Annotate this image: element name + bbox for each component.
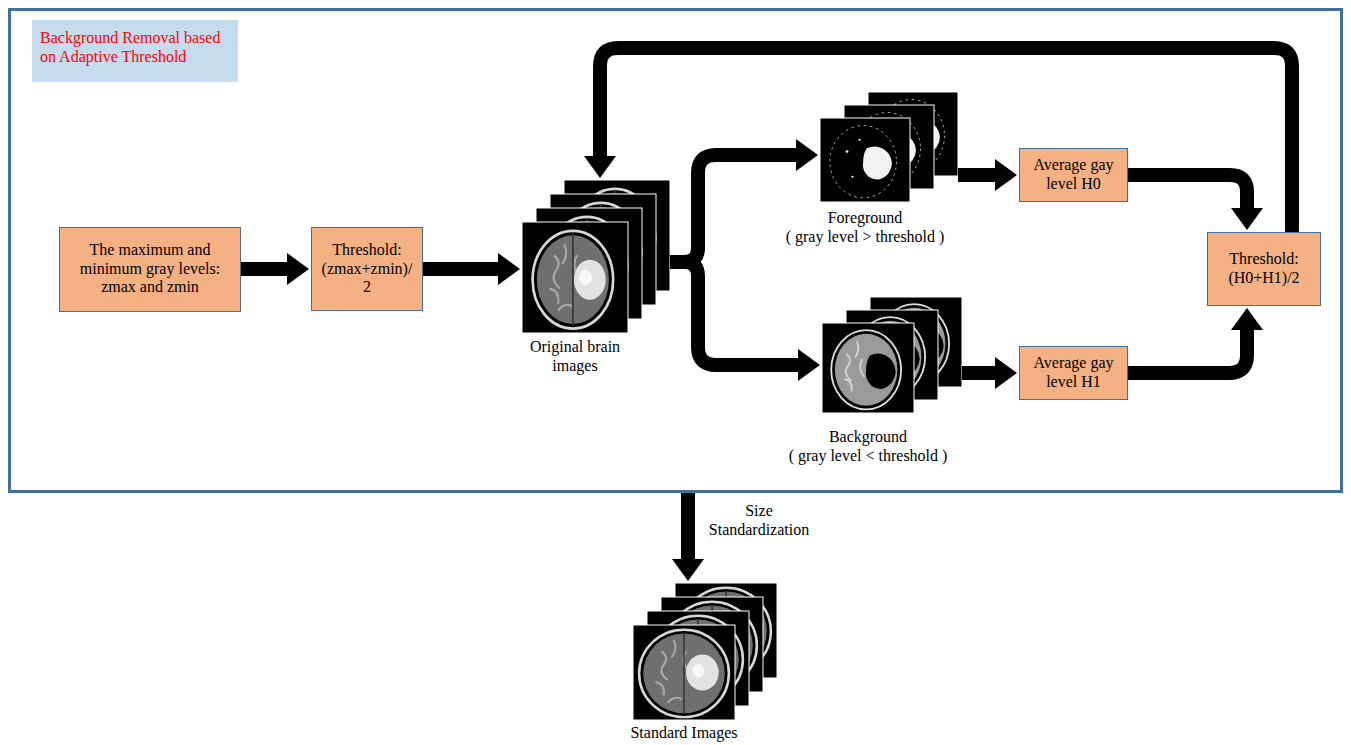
flow-arrow bbox=[1128, 308, 1263, 373]
box-text-group: Threshold: (H0+H1)/2 bbox=[1214, 250, 1314, 288]
box-text-group: Average gay level H1 bbox=[1026, 354, 1121, 392]
arrow-head bbox=[672, 559, 704, 581]
image-stack: Background( gray level < threshold ) bbox=[822, 297, 962, 413]
image-stack: Original brain images bbox=[522, 180, 670, 333]
group-title: Background Removal based on Adaptive Thr… bbox=[40, 28, 230, 66]
arrow-shaft bbox=[962, 366, 996, 380]
flow-arrow bbox=[584, 48, 1292, 232]
arrow-head bbox=[796, 139, 818, 171]
process-box: Average gay level H0 bbox=[1019, 148, 1128, 202]
brain-image bbox=[822, 323, 914, 413]
background-image-stack bbox=[822, 297, 962, 413]
arrow-shaft bbox=[670, 155, 797, 262]
box-text-group: Threshold: (zmax+zmin)/ 2 bbox=[317, 241, 417, 298]
arrow-head bbox=[995, 357, 1017, 389]
arrow-shaft bbox=[600, 48, 1292, 232]
arrow-head bbox=[498, 253, 520, 285]
flow-arrow bbox=[241, 253, 309, 285]
process-box: Average gay level H1 bbox=[1019, 346, 1128, 400]
brain-image bbox=[633, 625, 735, 720]
caption-text: ( gray level > threshold ) bbox=[765, 227, 965, 246]
process-box: The maximum and minimum gray levels: zma… bbox=[59, 227, 241, 312]
caption-text: ( gray level < threshold ) bbox=[768, 446, 968, 465]
arrow-head bbox=[798, 349, 820, 381]
arrow-head bbox=[1231, 308, 1263, 330]
flow-arrow bbox=[962, 357, 1017, 389]
flow-arrow bbox=[1128, 175, 1263, 230]
arrow-shaft bbox=[1128, 175, 1247, 209]
arrow-shaft bbox=[670, 262, 799, 365]
arrow-shaft bbox=[958, 168, 996, 182]
edge-label: Size Standardization bbox=[704, 501, 814, 539]
image-edge bbox=[820, 118, 910, 202]
caption-text: Original brain images bbox=[515, 337, 635, 375]
arrow-shaft bbox=[1128, 329, 1247, 373]
image-edge bbox=[822, 323, 914, 413]
flow-arrow bbox=[670, 262, 820, 381]
image-stack: Foreground( gray level > threshold ) bbox=[820, 92, 958, 202]
box-text: Average gay level H1 bbox=[1026, 354, 1121, 392]
image-stack: Standard Images bbox=[633, 583, 777, 720]
arrow-shaft bbox=[423, 262, 499, 276]
flow-arrow bbox=[672, 493, 704, 581]
caption-text: Foreground bbox=[765, 208, 965, 227]
brain-image bbox=[820, 118, 910, 202]
caption-text: Background bbox=[768, 427, 968, 446]
box-text: The maximum and minimum gray levels: zma… bbox=[72, 241, 228, 298]
group-title-box: Background Removal based on Adaptive Thr… bbox=[32, 20, 238, 82]
arrow-head bbox=[995, 159, 1017, 191]
process-box: Threshold: (H0+H1)/2 bbox=[1207, 232, 1321, 306]
arrow-head bbox=[584, 156, 616, 178]
arrow-shaft bbox=[241, 262, 288, 276]
image-caption: Original brain images bbox=[515, 337, 635, 375]
box-text-group: Average gay level H0 bbox=[1026, 156, 1121, 194]
box-text: Threshold: (H0+H1)/2 bbox=[1214, 250, 1314, 288]
process-box: Threshold: (zmax+zmin)/ 2 bbox=[311, 227, 423, 311]
arrow-head bbox=[1231, 208, 1263, 230]
box-text: Average gay level H0 bbox=[1026, 156, 1121, 194]
caption-text: Standard Images bbox=[604, 723, 764, 742]
image-caption: Standard Images bbox=[604, 723, 764, 742]
image-caption: Foreground( gray level > threshold ) bbox=[765, 208, 965, 246]
brain-image bbox=[522, 222, 628, 333]
box-text-group: The maximum and minimum gray levels: zma… bbox=[72, 241, 228, 298]
arrow-head bbox=[287, 253, 309, 285]
flow-arrow bbox=[423, 253, 520, 285]
box-text: Threshold: (zmax+zmin)/ 2 bbox=[317, 241, 417, 298]
image-caption: Background( gray level < threshold ) bbox=[768, 427, 968, 465]
image-edge bbox=[522, 222, 628, 333]
standard-image-stack bbox=[633, 583, 777, 720]
group-frame: Background Removal based on Adaptive Thr… bbox=[8, 8, 1343, 493]
foreground-image-stack bbox=[820, 92, 958, 202]
original-image-stack bbox=[522, 180, 670, 333]
flow-arrow bbox=[958, 159, 1017, 191]
image-edge bbox=[633, 625, 735, 720]
arrow-shaft bbox=[681, 493, 695, 560]
